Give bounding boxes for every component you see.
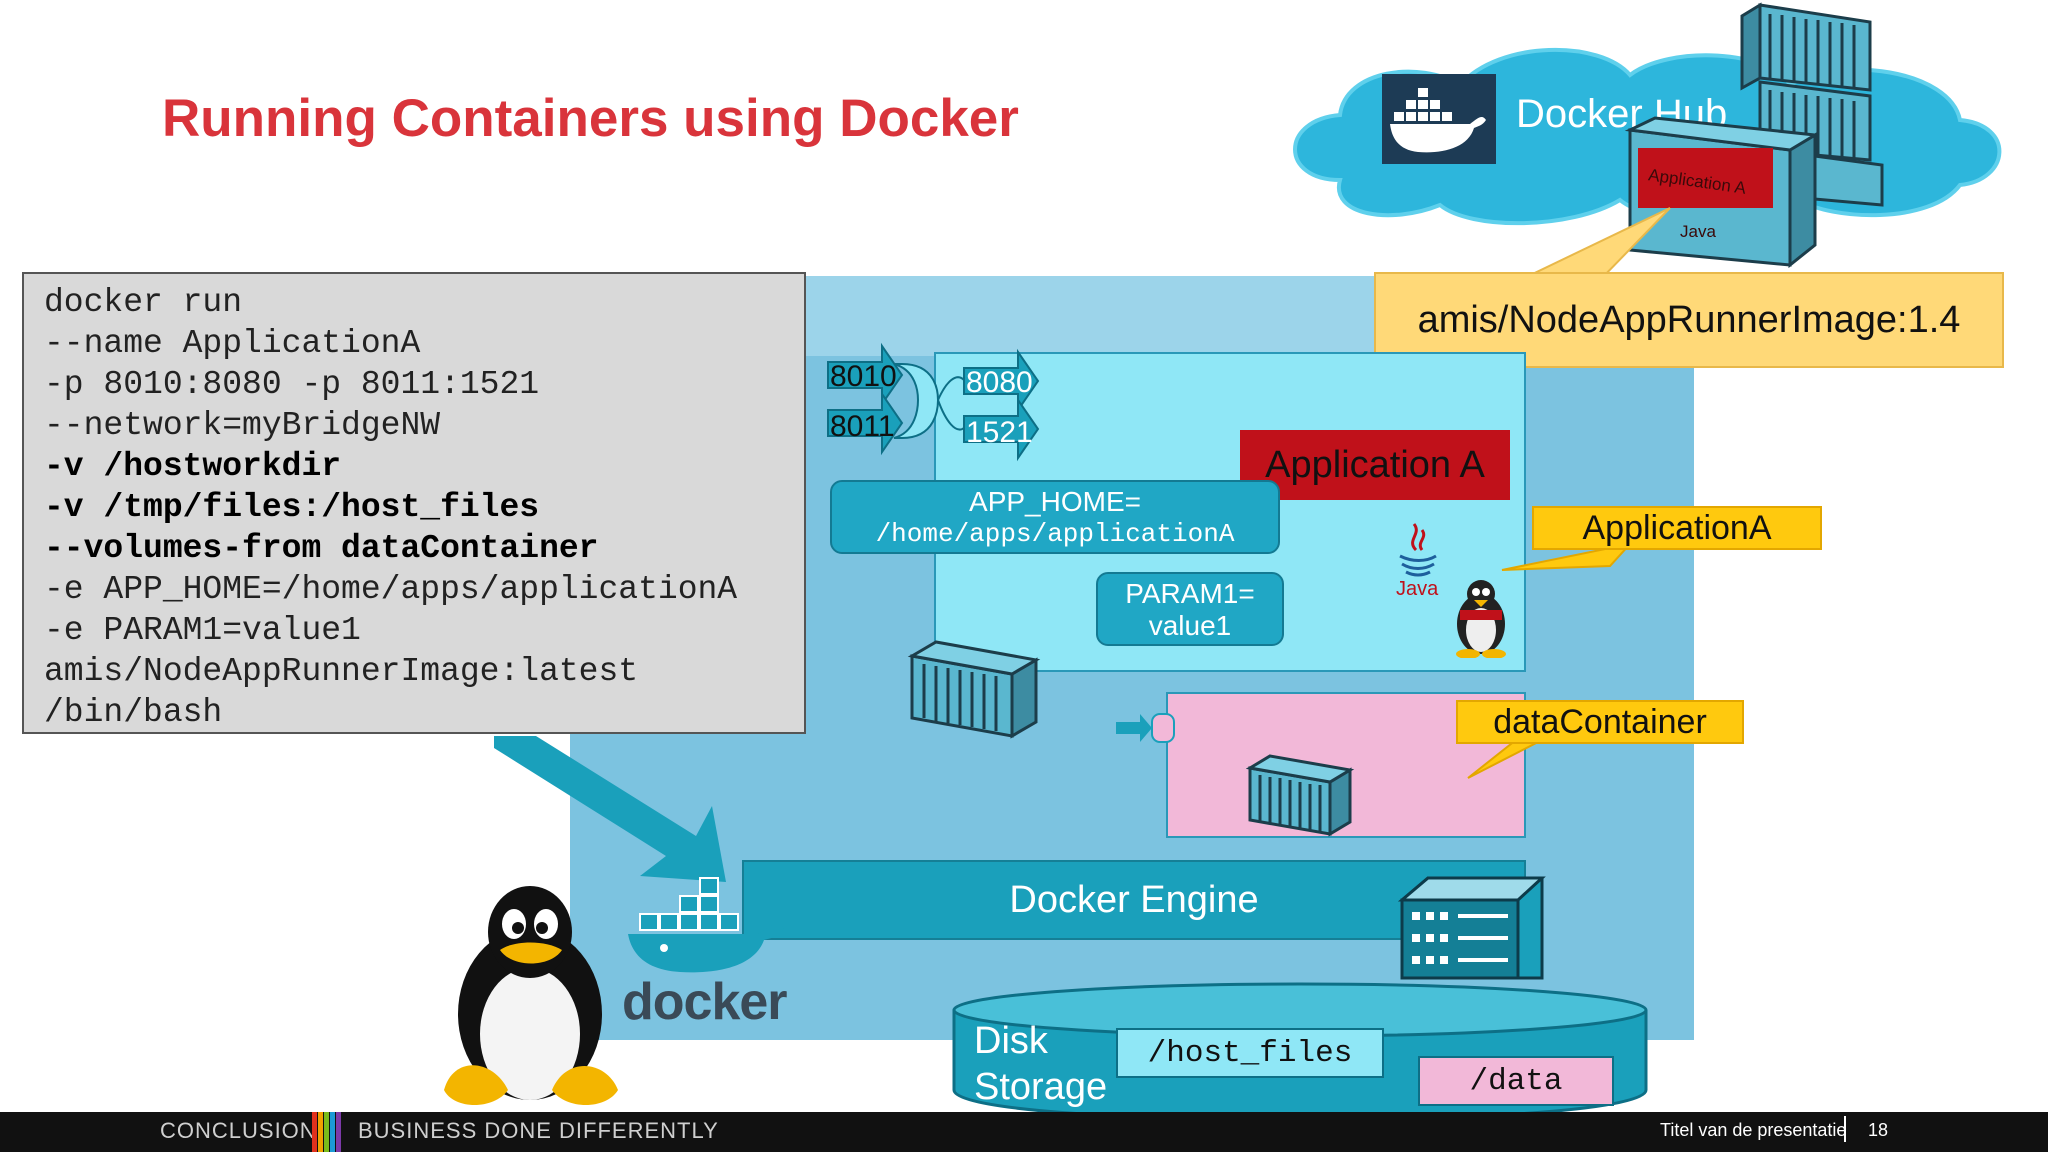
application-label: Application A: [1240, 430, 1510, 500]
disk-label-line1: Disk: [974, 1020, 1048, 1062]
java-label: Java: [1396, 578, 1439, 600]
env-app-home: APP_HOME= /home/apps/applicationA: [830, 480, 1280, 554]
host-port-1: 8010: [830, 360, 897, 393]
server-icon: [1398, 876, 1546, 980]
data-container-icon: [1246, 754, 1355, 837]
hub-container-stack: [1624, 2, 1884, 269]
application-container-icon: [1624, 116, 1820, 269]
command-line: -p 8010:8080 -p 8011:1521: [44, 366, 540, 403]
footer-left-label: CONCLUSION: [160, 1118, 317, 1143]
docker-run-command: docker run --name ApplicationA -p 8010:8…: [22, 272, 806, 734]
footer-stripes-icon: [312, 1112, 341, 1152]
command-line: -v /tmp/files:/host_files: [44, 489, 540, 526]
command-line: amis/NodeAppRunnerImage:latest: [44, 653, 639, 690]
host-port-2: 8011: [830, 410, 895, 443]
env-app-home-key: APP_HOME=: [969, 486, 1141, 517]
command-line: --volumes-from dataContainer: [44, 530, 599, 567]
host-files-path: /host_files: [1116, 1028, 1384, 1078]
application-callout-pointer: [1501, 542, 1630, 571]
disk-label-line2: Storage: [974, 1066, 1108, 1108]
container-icon: [907, 640, 1041, 739]
image-callout: amis/NodeAppRunnerImage:1.4: [1374, 272, 2004, 368]
env-param1-value: value1: [1148, 610, 1232, 641]
footer-presentation-title: Titel van de presentatie: [1660, 1120, 1847, 1140]
container-port-2: 1521: [966, 416, 1033, 449]
footer-bar: [0, 1112, 2048, 1152]
data-callout-pointer: [1467, 739, 1543, 779]
command-line: --network=myBridgeNW: [44, 407, 441, 444]
footer-page-number: 18: [1868, 1120, 1889, 1140]
command-line: docker run: [44, 284, 243, 321]
command-line: /bin/bash: [44, 694, 223, 731]
tux-icon: [444, 886, 618, 1105]
command-line: -v /hostworkdir: [44, 448, 342, 485]
env-param1-key: PARAM1=: [1125, 578, 1255, 609]
whale-icon: [1390, 88, 1486, 153]
application-callout: ApplicationA: [1532, 506, 1822, 550]
footer-divider: [1844, 1116, 1846, 1142]
data-path: /data: [1418, 1056, 1614, 1106]
data-container-callout: dataContainer: [1456, 700, 1744, 744]
volume-connector-icon: [1116, 713, 1175, 743]
hub-java-label: Java: [1680, 222, 1716, 241]
command-line: -e APP_HOME=/home/apps/applicationA: [44, 571, 738, 608]
env-app-home-value: /home/apps/applicationA: [875, 519, 1235, 549]
docker-engine: Docker Engine: [742, 860, 1526, 940]
docker-hub-logo: [1382, 74, 1496, 164]
footer-tagline: BUSINESS DONE DIFFERENTLY: [358, 1118, 719, 1143]
container-port-1: 8080: [966, 366, 1033, 399]
docker-logo-text: docker: [622, 973, 788, 1031]
env-param1: PARAM1= value1: [1096, 572, 1284, 646]
disk-storage-label: Disk Storage: [974, 1018, 1107, 1110]
docker-whale-icon: [628, 877, 784, 973]
command-line: -e PARAM1=value1: [44, 612, 361, 649]
small-tux-icon: [1456, 580, 1506, 658]
port-mapping: [827, 342, 1040, 462]
java-icon: [1399, 523, 1437, 577]
command-to-engine-arrow: [494, 736, 726, 882]
slide-title: Running Containers using Docker: [162, 89, 1019, 148]
command-line: --name ApplicationA: [44, 325, 421, 362]
